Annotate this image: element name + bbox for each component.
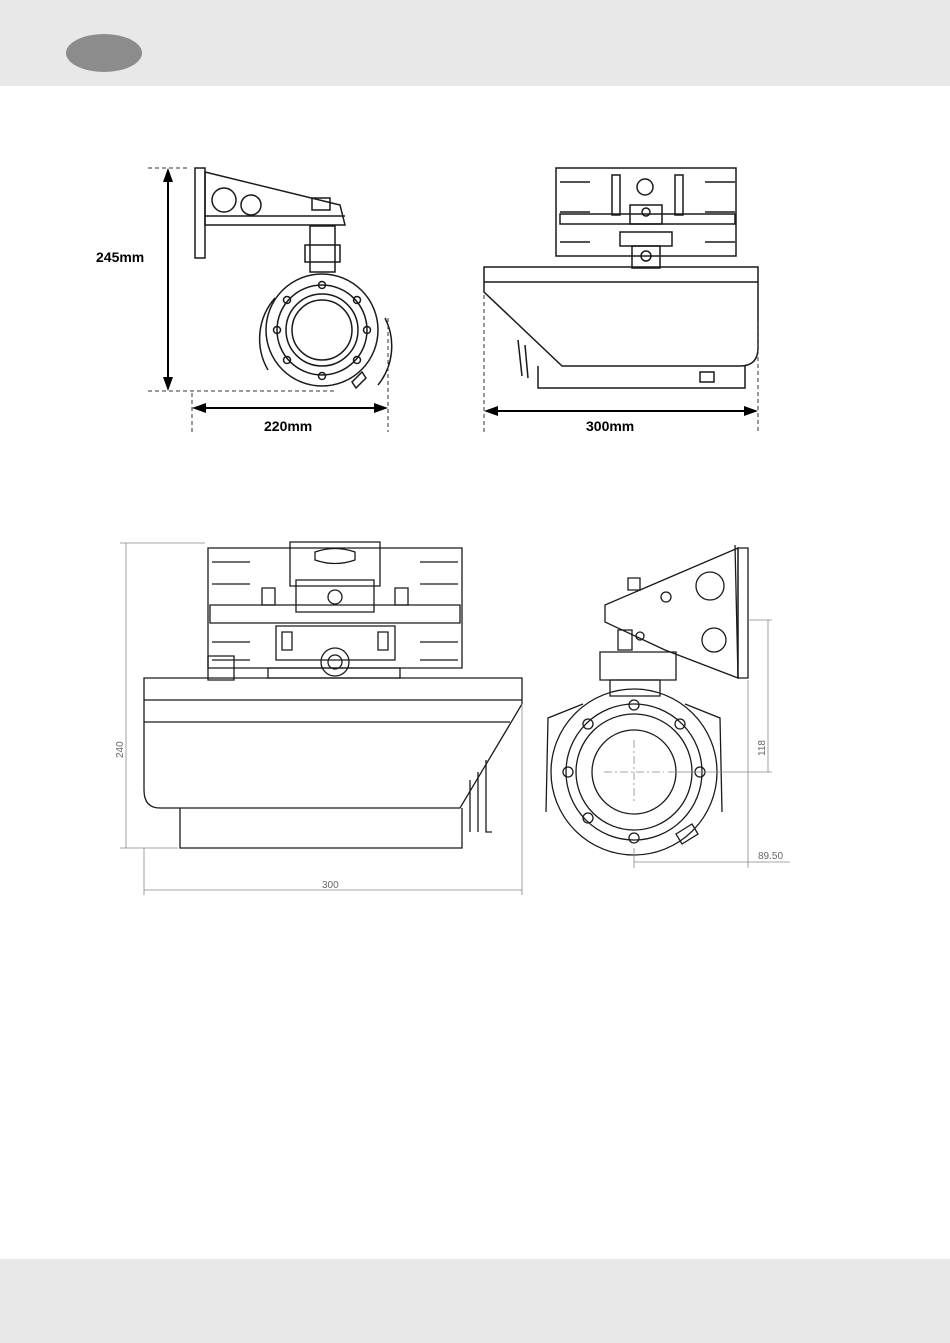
front-view-diagram (484, 168, 758, 388)
technical-side-view (546, 545, 748, 855)
height-label: 118 (757, 740, 768, 756)
technical-front-view (144, 542, 522, 848)
offset-label: 89.50 (758, 851, 783, 862)
technical-side-centerlines (604, 740, 664, 804)
height-label: 245mm (96, 249, 144, 265)
side-view-diagram (195, 168, 392, 388)
width-label: 300mm (586, 418, 634, 434)
height-label: 240 (115, 741, 126, 758)
width-label: 300 (322, 880, 339, 891)
width-label: 220mm (264, 418, 312, 434)
page-footer-band (0, 1259, 950, 1343)
front-view-dimensions: 300mm (484, 295, 758, 434)
